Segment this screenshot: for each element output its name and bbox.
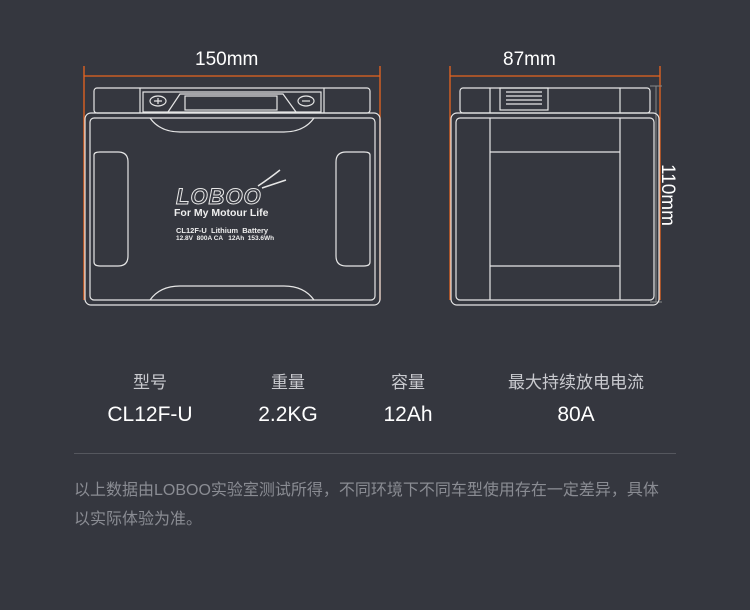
disclaimer-note: 以上数据由LOBOO实验室测试所得，不同环境下不同车型使用存在一定差异，具体以实… xyxy=(74,482,659,528)
spec-weight: 重量 2.2KG xyxy=(208,368,368,427)
battery-spec-line: 12.8V 800A CA 12Ah 153.6Wh xyxy=(176,235,275,242)
battery-model-line: CL12F-U Lithium Battery xyxy=(176,226,269,235)
divider xyxy=(74,453,676,454)
battery-label-logo: LOBOO xyxy=(176,169,287,210)
spec-value: CL12F-U xyxy=(107,403,193,426)
width-dimension-line xyxy=(83,66,661,300)
svg-text:LOBOO: LOBOO xyxy=(176,184,262,209)
width-label: 150mm xyxy=(195,49,259,70)
spec-value: 12Ah xyxy=(383,403,433,426)
spec-label: 最大持续放电电流 xyxy=(508,373,644,392)
spec-label: 型号 xyxy=(133,373,167,392)
spec-capacity: 容量 12Ah xyxy=(328,368,488,427)
battery-slogan: For My Motour Life xyxy=(174,207,269,219)
spec-label: 容量 xyxy=(391,373,425,392)
spec-model: 型号 CL12F-U xyxy=(70,368,230,427)
battery-side-view xyxy=(450,87,660,306)
battery-front-view xyxy=(84,87,381,306)
spec-value: 80A xyxy=(557,403,595,426)
depth-label: 87mm xyxy=(503,49,556,70)
height-label: 110mm xyxy=(657,164,678,226)
spec-max-discharge: 最大持续放电电流 80A xyxy=(496,368,656,427)
spec-label: 重量 xyxy=(271,373,305,392)
height-dimension-line xyxy=(650,85,662,303)
spec-value: 2.2KG xyxy=(258,403,318,426)
